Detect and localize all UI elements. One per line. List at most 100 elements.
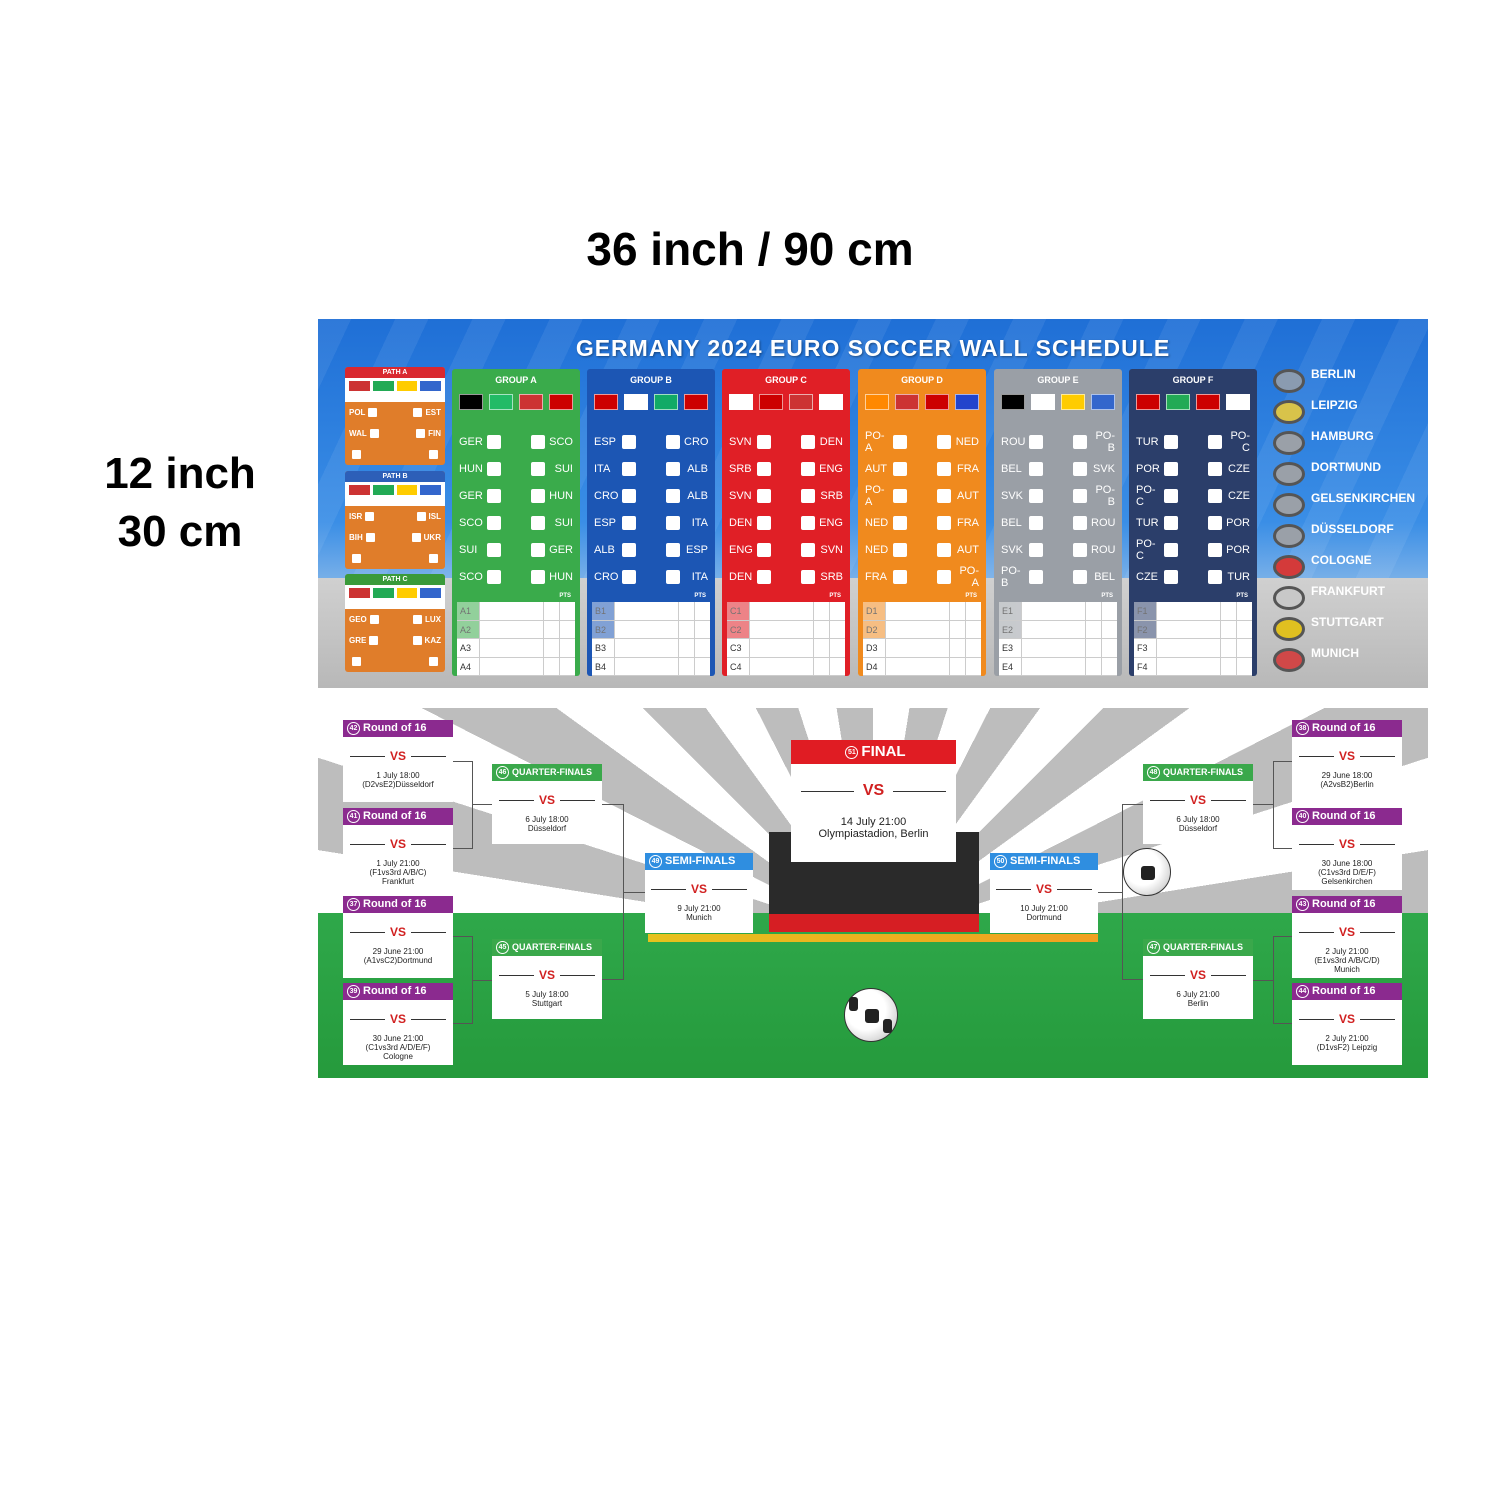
points-cell[interactable] bbox=[949, 639, 965, 657]
score-checkbox[interactable] bbox=[1073, 488, 1087, 503]
points-cell[interactable] bbox=[1085, 602, 1101, 620]
team-write-in[interactable] bbox=[749, 639, 813, 657]
score-checkbox[interactable] bbox=[352, 657, 361, 666]
score-checkbox[interactable] bbox=[666, 542, 680, 557]
score-checkbox[interactable] bbox=[666, 569, 680, 584]
score-checkbox[interactable] bbox=[937, 515, 951, 530]
points-cell[interactable] bbox=[678, 602, 694, 620]
points-cell[interactable] bbox=[1085, 620, 1101, 638]
score-checkbox[interactable] bbox=[757, 569, 771, 584]
score-checkbox[interactable] bbox=[487, 434, 501, 449]
points-cell[interactable] bbox=[1085, 639, 1101, 657]
score-checkbox[interactable] bbox=[893, 461, 907, 476]
team-write-in[interactable] bbox=[614, 620, 678, 638]
points-cell[interactable] bbox=[829, 620, 845, 638]
score-checkbox[interactable] bbox=[1029, 569, 1043, 584]
points-cell[interactable] bbox=[813, 620, 829, 638]
score-checkbox[interactable] bbox=[1208, 515, 1222, 530]
score-checkbox[interactable] bbox=[352, 450, 361, 459]
score-checkbox[interactable] bbox=[413, 408, 423, 417]
score-checkbox[interactable] bbox=[801, 461, 815, 476]
points-cell[interactable] bbox=[694, 602, 710, 620]
score-checkbox[interactable] bbox=[531, 569, 545, 584]
points-cell[interactable] bbox=[543, 602, 559, 620]
score-checkbox[interactable] bbox=[531, 488, 545, 503]
points-cell[interactable] bbox=[1220, 602, 1236, 620]
team-write-in[interactable] bbox=[1156, 639, 1220, 657]
score-checkbox[interactable] bbox=[531, 434, 545, 449]
score-checkbox[interactable] bbox=[1164, 434, 1178, 449]
score-checkbox[interactable] bbox=[531, 461, 545, 476]
score-checkbox[interactable] bbox=[1164, 542, 1178, 557]
team-write-in[interactable] bbox=[1021, 602, 1085, 620]
points-cell[interactable] bbox=[1085, 657, 1101, 675]
points-cell[interactable] bbox=[949, 620, 965, 638]
score-checkbox[interactable] bbox=[937, 461, 951, 476]
score-checkbox[interactable] bbox=[1029, 461, 1043, 476]
points-cell[interactable] bbox=[678, 639, 694, 657]
team-write-in[interactable] bbox=[1156, 602, 1220, 620]
points-cell[interactable] bbox=[1101, 620, 1117, 638]
score-checkbox[interactable] bbox=[531, 542, 545, 557]
score-checkbox[interactable] bbox=[666, 488, 680, 503]
score-checkbox[interactable] bbox=[801, 569, 815, 584]
points-cell[interactable] bbox=[813, 657, 829, 675]
team-write-in[interactable] bbox=[614, 639, 678, 657]
points-cell[interactable] bbox=[543, 620, 559, 638]
score-checkbox[interactable] bbox=[487, 542, 501, 557]
score-checkbox[interactable] bbox=[1164, 569, 1178, 584]
score-checkbox[interactable] bbox=[666, 461, 680, 476]
score-checkbox[interactable] bbox=[801, 434, 815, 449]
points-cell[interactable] bbox=[1236, 620, 1252, 638]
points-cell[interactable] bbox=[678, 657, 694, 675]
score-checkbox[interactable] bbox=[1164, 488, 1178, 503]
points-cell[interactable] bbox=[543, 657, 559, 675]
score-checkbox[interactable] bbox=[622, 569, 636, 584]
team-write-in[interactable] bbox=[1156, 620, 1220, 638]
score-checkbox[interactable] bbox=[1029, 488, 1043, 503]
score-checkbox[interactable] bbox=[893, 515, 907, 530]
points-cell[interactable] bbox=[829, 639, 845, 657]
score-checkbox[interactable] bbox=[801, 515, 815, 530]
team-write-in[interactable] bbox=[885, 657, 949, 675]
points-cell[interactable] bbox=[813, 602, 829, 620]
points-cell[interactable] bbox=[1220, 639, 1236, 657]
team-write-in[interactable] bbox=[749, 602, 813, 620]
score-checkbox[interactable] bbox=[1073, 461, 1087, 476]
score-checkbox[interactable] bbox=[893, 569, 907, 584]
team-write-in[interactable] bbox=[749, 657, 813, 675]
score-checkbox[interactable] bbox=[369, 615, 379, 624]
score-checkbox[interactable] bbox=[368, 408, 378, 417]
score-checkbox[interactable] bbox=[1208, 569, 1222, 584]
score-checkbox[interactable] bbox=[369, 429, 379, 438]
score-checkbox[interactable] bbox=[412, 636, 422, 645]
score-checkbox[interactable] bbox=[487, 461, 501, 476]
score-checkbox[interactable] bbox=[757, 542, 771, 557]
score-checkbox[interactable] bbox=[666, 434, 680, 449]
score-checkbox[interactable] bbox=[352, 554, 361, 563]
score-checkbox[interactable] bbox=[429, 450, 438, 459]
points-cell[interactable] bbox=[949, 657, 965, 675]
score-checkbox[interactable] bbox=[666, 515, 680, 530]
score-checkbox[interactable] bbox=[487, 569, 501, 584]
score-checkbox[interactable] bbox=[622, 461, 636, 476]
score-checkbox[interactable] bbox=[1073, 569, 1087, 584]
score-checkbox[interactable] bbox=[757, 434, 771, 449]
score-checkbox[interactable] bbox=[937, 434, 951, 449]
score-checkbox[interactable] bbox=[1029, 542, 1043, 557]
score-checkbox[interactable] bbox=[487, 515, 501, 530]
score-checkbox[interactable] bbox=[531, 515, 545, 530]
score-checkbox[interactable] bbox=[1208, 488, 1222, 503]
points-cell[interactable] bbox=[829, 602, 845, 620]
team-write-in[interactable] bbox=[749, 620, 813, 638]
points-cell[interactable] bbox=[1236, 639, 1252, 657]
points-cell[interactable] bbox=[559, 602, 575, 620]
team-write-in[interactable] bbox=[479, 602, 543, 620]
points-cell[interactable] bbox=[678, 620, 694, 638]
score-checkbox[interactable] bbox=[757, 488, 771, 503]
score-checkbox[interactable] bbox=[1029, 434, 1043, 449]
score-checkbox[interactable] bbox=[487, 488, 501, 503]
score-checkbox[interactable] bbox=[757, 461, 771, 476]
points-cell[interactable] bbox=[965, 657, 981, 675]
team-write-in[interactable] bbox=[885, 602, 949, 620]
